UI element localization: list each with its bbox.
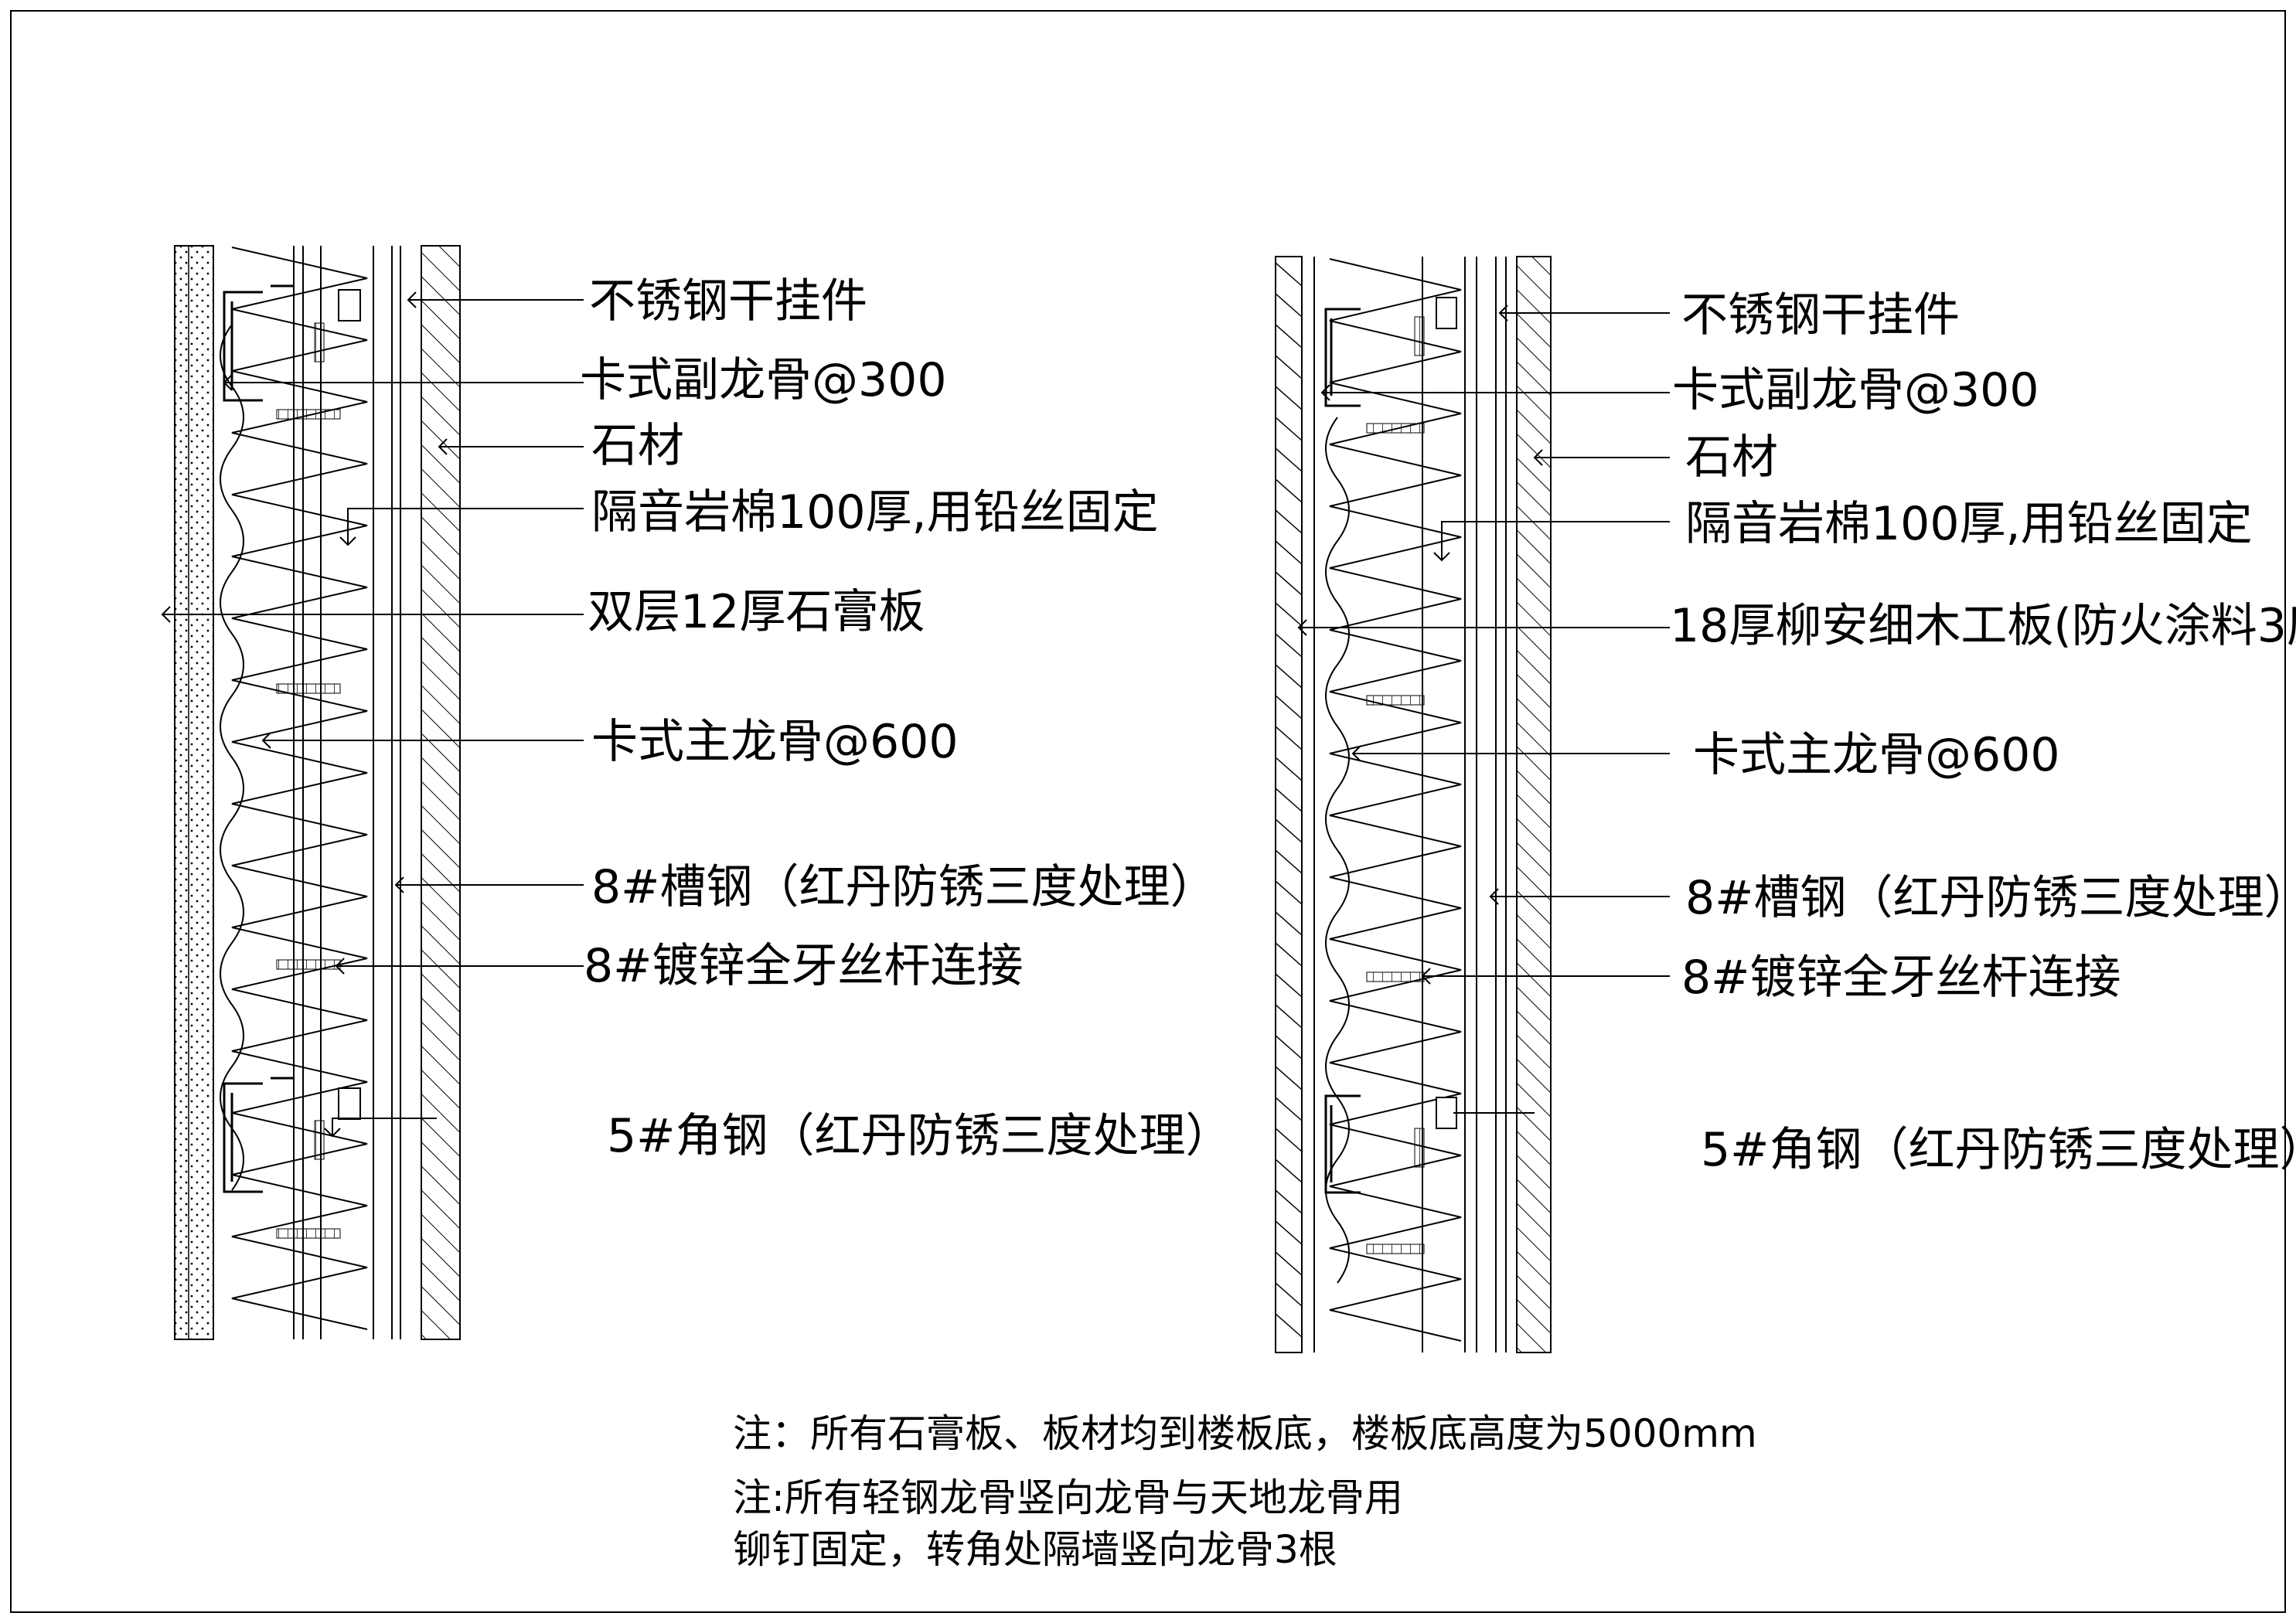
left-label-stone: 石材: [591, 419, 684, 473]
sheet-border: [10, 10, 2286, 1613]
right-label-angle-steel: 5#角钢（红丹防锈三度处理）: [1701, 1123, 2296, 1177]
left-label-threaded-rod: 8#镀锌全牙丝杆连接: [584, 939, 1023, 993]
left-stud-wave: [220, 324, 244, 1191]
left-label-hanger: 不锈钢干挂件: [589, 274, 867, 328]
right-channel-bracket-top: [1324, 308, 1361, 407]
notes: 注：所有石膏板、板材均到楼板底，楼板底高度为5000mm 注:所有轻钢龙骨竖向龙…: [733, 1411, 1757, 1572]
right-label-insulation: 隔音岩棉100厚,用铅丝固定: [1685, 497, 2253, 551]
note-line-1: 注：所有石膏板、板材均到楼板底，楼板底高度为5000mm: [733, 1411, 1757, 1456]
note-line-3: 铆钉固定，转角处隔墙竖向龙骨3根: [733, 1527, 1337, 1572]
left-insulation-zigzag: [231, 247, 368, 1330]
right-stud-wave: [1325, 417, 1350, 1284]
left-leader-lines: [161, 291, 584, 1138]
right-labels: 不锈钢干挂件 卡式副龙骨@300 石材 隔音岩棉100厚,用铅丝固定 18厚柳安…: [1670, 288, 2296, 1177]
right-label-threaded-rod: 8#镀锌全牙丝杆连接: [1681, 951, 2121, 1005]
right-insulation-zigzag: [1329, 258, 1462, 1342]
right-label-secondary-keel: 卡式副龙骨@300: [1672, 363, 2039, 417]
right-leader-lines: [1297, 305, 1670, 1114]
left-label-main-keel: 卡式主龙骨@600: [591, 715, 959, 769]
left-gypsum-board: [174, 245, 214, 1340]
left-label-angle-steel: 5#角钢（红丹防锈三度处理）: [607, 1109, 1231, 1163]
right-stone-layer: [1516, 256, 1552, 1353]
left-label-secondary-keel: 卡式副龙骨@300: [580, 353, 947, 407]
left-channel-bracket-bottom: [223, 1077, 294, 1193]
right-plywood-board: [1275, 256, 1303, 1353]
right-channel-bracket-bottom: [1324, 1094, 1361, 1194]
left-label-insulation: 隔音岩棉100厚,用铅丝固定: [591, 485, 1159, 539]
right-label-stone: 石材: [1685, 430, 1778, 485]
left-stone-layer: [421, 245, 461, 1340]
left-label-gypsum: 双层12厚石膏板: [588, 585, 925, 639]
left-wall-section: [174, 245, 461, 1340]
right-label-channel-steel: 8#槽钢（红丹防锈三度处理）: [1685, 871, 2296, 925]
right-wall-section: [1275, 256, 1552, 1353]
right-label-plywood: 18厚柳安细木工板(防火涂料3度): [1670, 599, 2296, 653]
right-label-main-keel: 卡式主龙骨@600: [1693, 728, 2060, 782]
note-line-2: 注:所有轻钢龙骨竖向龙骨与天地龙骨用: [733, 1475, 1403, 1520]
left-labels: 不锈钢干挂件 卡式副龙骨@300 石材 隔音岩棉100厚,用铅丝固定 双层12厚…: [580, 274, 1231, 1163]
left-label-channel-steel: 8#槽钢（红丹防锈三度处理）: [591, 860, 1216, 914]
right-label-hanger: 不锈钢干挂件: [1681, 288, 1960, 342]
